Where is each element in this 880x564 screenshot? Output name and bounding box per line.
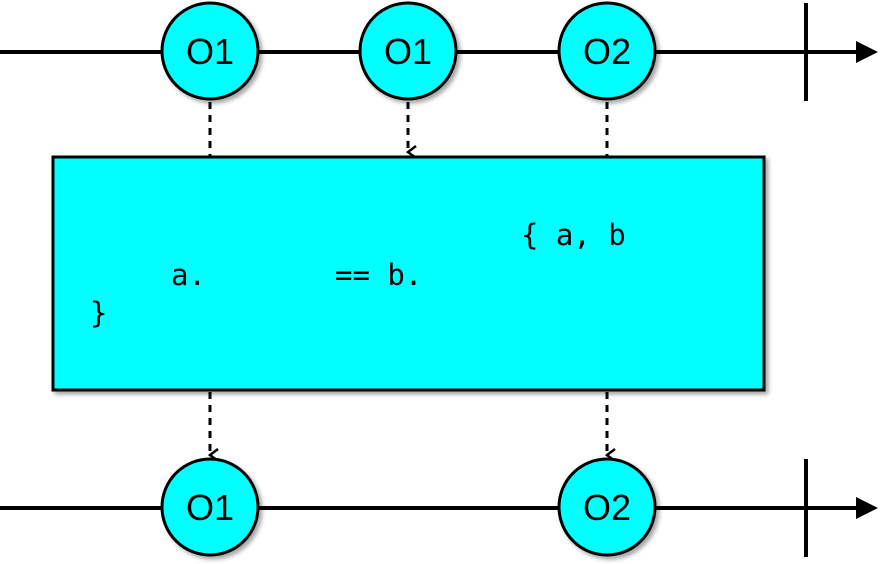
bottom-timeline — [0, 459, 878, 557]
marble-label: O2 — [583, 487, 631, 528]
bottom-marble-2: O2 — [557, 457, 657, 557]
top-marble-3: O2 — [557, 1, 657, 101]
operator-code-line-2a: a. — [171, 258, 206, 292]
top-timeline-arrowhead — [856, 41, 878, 63]
operator-box: { a, b a. == b. } — [51, 155, 766, 392]
operator-code-line-1: { a, b — [521, 218, 626, 252]
marble-label: O1 — [186, 487, 234, 528]
marble-label: O1 — [186, 31, 234, 72]
top-marble-1: O1 — [160, 1, 260, 101]
operator-code-line-3: } — [90, 296, 107, 330]
marble-label: O2 — [583, 31, 631, 72]
marble-label: O1 — [384, 31, 432, 72]
bottom-marble-1: O1 — [160, 457, 260, 557]
bottom-timeline-arrowhead — [856, 497, 878, 519]
operator-code-line-2b: == b. — [335, 258, 422, 292]
top-marble-2: O1 — [358, 1, 458, 101]
